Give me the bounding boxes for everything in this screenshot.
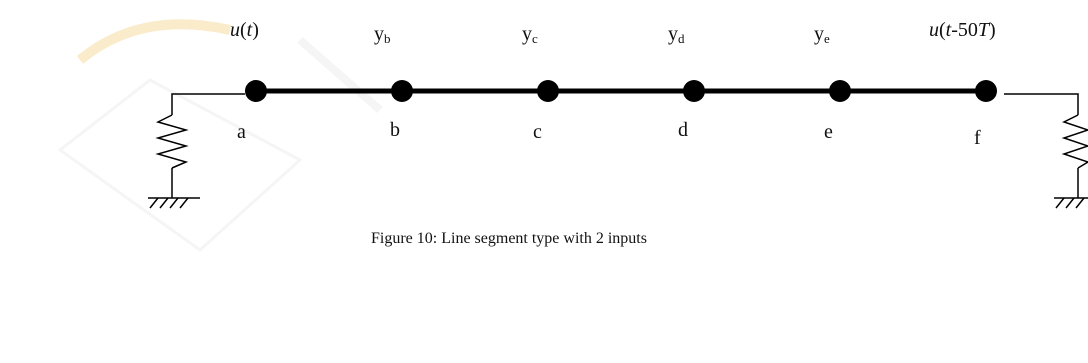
node-f [975,80,997,102]
output-label-e: ye [814,23,830,46]
left-spring-support [148,93,245,209]
figure-caption: Figure 10: Line segment type with 2 inpu… [371,230,647,247]
output-label-c: yc [522,23,538,46]
node-e [829,80,851,102]
node-b [391,80,413,102]
node-c [537,80,559,102]
output-label-b: yb [374,23,391,46]
watermark [57,19,383,252]
right-spring-support [1004,93,1088,209]
node-label-c: c [533,121,542,143]
node-label-e: e [824,121,833,143]
input-label-a: u(t) [230,19,259,41]
node-d [683,80,705,102]
node-label-b: b [390,119,400,141]
output-label-d: yd [668,23,685,46]
node-label-d: d [678,119,688,141]
node-label-a: a [237,121,246,143]
node-a [245,80,267,102]
input-label-f: u(t-50T) [929,19,996,41]
node-label-f: f [974,127,981,149]
